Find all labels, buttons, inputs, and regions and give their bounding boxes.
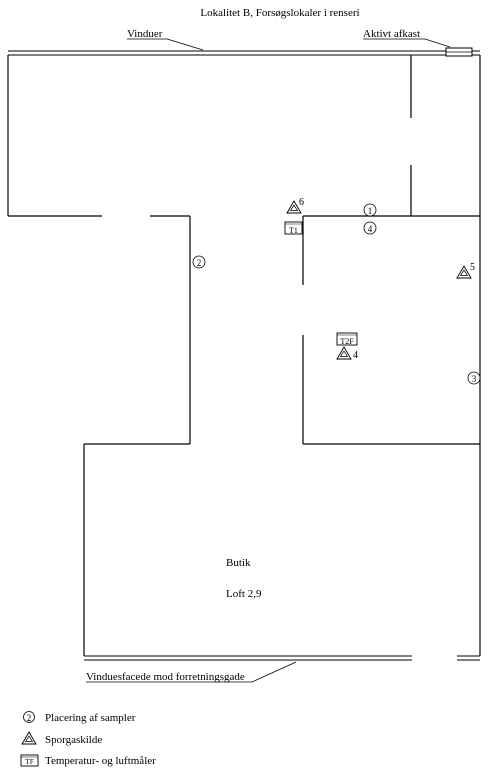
tracer-source-6: 6 bbox=[286, 197, 304, 214]
shop-label: Butik bbox=[226, 557, 251, 569]
legend-label-sampler: Placering af sampler bbox=[45, 712, 136, 724]
svg-text:6: 6 bbox=[299, 197, 304, 208]
svg-text:2: 2 bbox=[197, 258, 202, 268]
exhaust-leader-line bbox=[424, 38, 451, 48]
svg-text:TF: TF bbox=[25, 757, 34, 766]
windows-label: Vinduer bbox=[127, 28, 163, 40]
ceiling-height-label: Loft 2,9 bbox=[226, 588, 262, 600]
sampler-3: 3 bbox=[467, 371, 481, 385]
svg-text:5: 5 bbox=[470, 262, 475, 273]
tracer-source-4: 4 bbox=[336, 346, 358, 361]
window-wall-top bbox=[8, 50, 480, 56]
tracer-source-5: 5 bbox=[456, 262, 475, 279]
svg-text:T2F: T2F bbox=[340, 337, 354, 346]
svg-text:T1: T1 bbox=[289, 226, 298, 235]
meter-t1: T1 bbox=[284, 221, 303, 235]
svg-text:3: 3 bbox=[472, 374, 477, 384]
street-facade-label: Vinduesfacede mod forretningsgade bbox=[86, 671, 245, 683]
exhaust-label: Aktivt afkast bbox=[363, 28, 420, 40]
plan-title: Lokalitet B, Forsøgslokaler i renseri bbox=[200, 7, 359, 19]
legend-label-tracer-source: Sporgaskilde bbox=[45, 734, 102, 746]
sampler-2: 2 bbox=[192, 255, 206, 269]
meter-t2f: T2F bbox=[336, 332, 358, 346]
legend-tracer-source-icon bbox=[21, 731, 37, 745]
svg-text:4: 4 bbox=[368, 224, 373, 234]
svg-text:4: 4 bbox=[353, 350, 358, 361]
street-facade-leader-line bbox=[251, 661, 297, 683]
legend-label-meter: Temperatur- og luftmåler bbox=[45, 755, 156, 767]
legend-meter-icon: TF bbox=[20, 754, 39, 767]
svg-text:2: 2 bbox=[27, 713, 32, 723]
sampler-4: 4 bbox=[363, 221, 377, 235]
street-facade-wall bbox=[84, 655, 480, 661]
legend: 2 Placering af sampler Sporgaskilde TF T… bbox=[20, 711, 156, 767]
sampler-1: 1 bbox=[363, 203, 377, 217]
windows-leader-line bbox=[166, 38, 204, 51]
svg-text:1: 1 bbox=[368, 206, 373, 216]
legend-sampler-icon: 2 bbox=[23, 711, 35, 723]
